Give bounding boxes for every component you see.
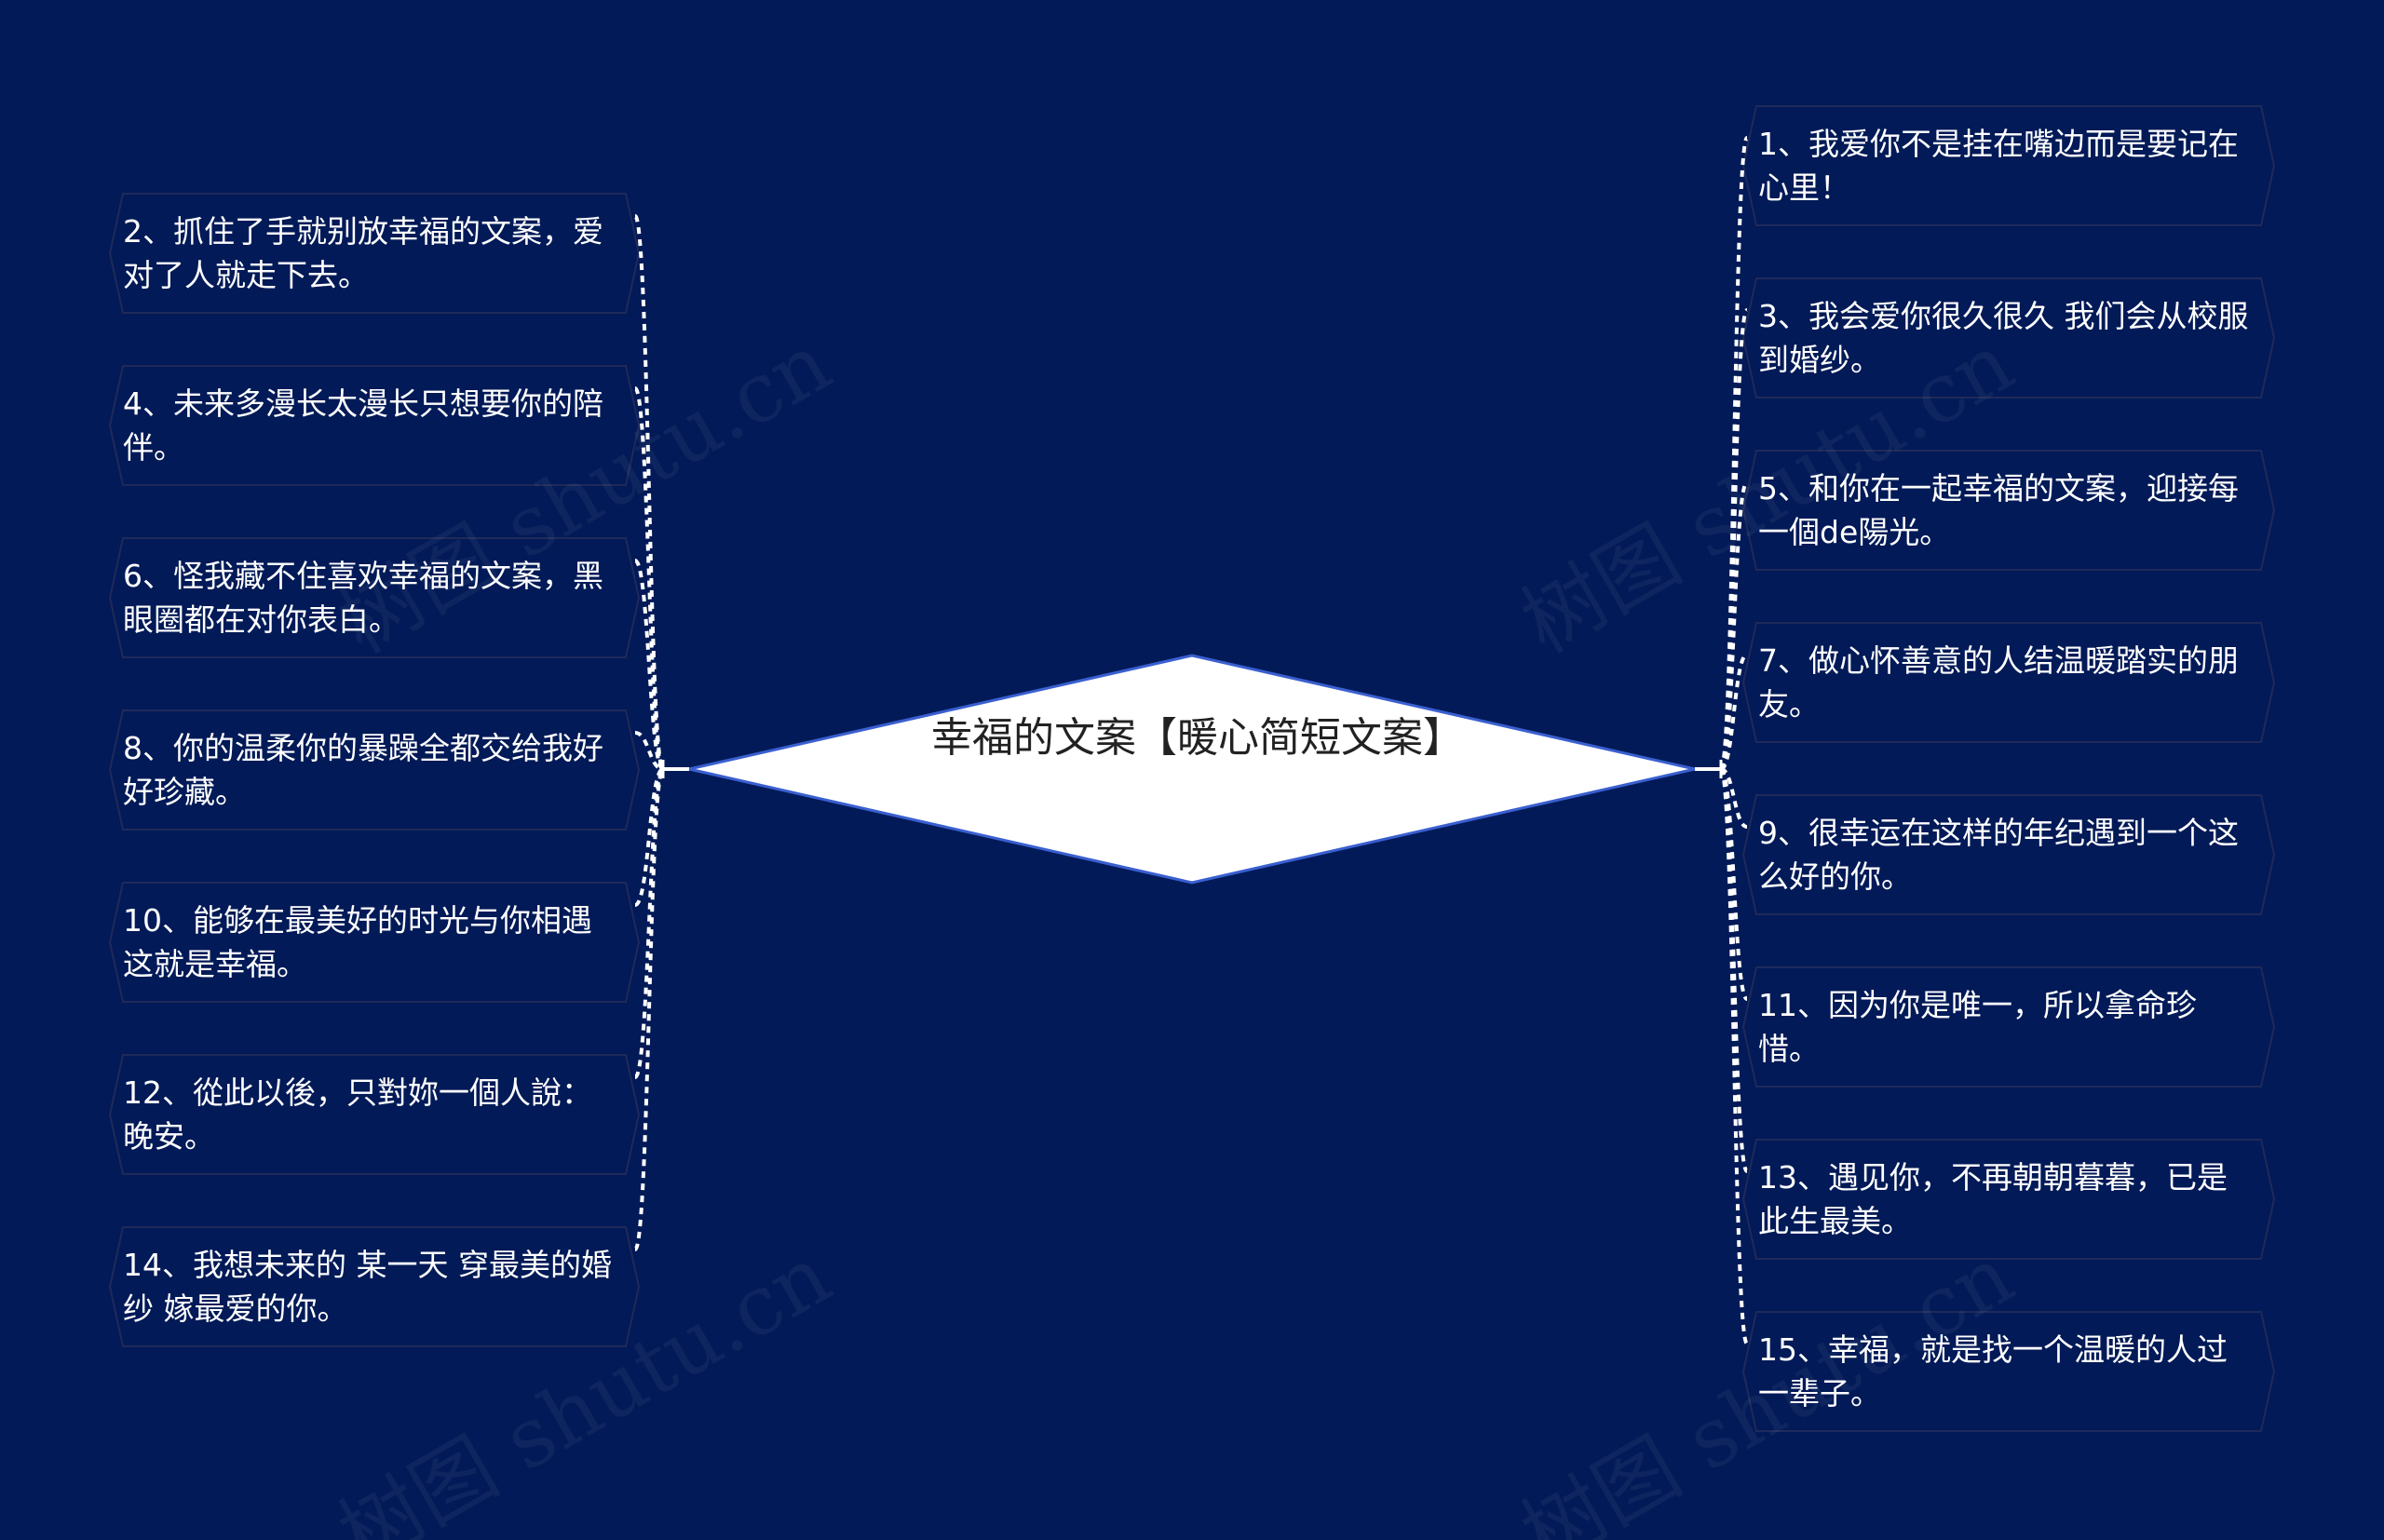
- central-topic-title[interactable]: 幸福的文案【暖心简短文案】: [931, 714, 1464, 762]
- right-connector: [1719, 653, 1749, 771]
- left-node-text[interactable]: 4、未来多漫长太漫长只想要你的陪伴。: [123, 385, 603, 466]
- left-node-shape: [108, 365, 641, 486]
- right-node-shape: [1741, 1311, 2276, 1432]
- right-node-shape: [1741, 1139, 2276, 1260]
- right-node-shape: [1741, 794, 2276, 915]
- left-connector: [634, 731, 664, 771]
- right-node-shape: [1741, 966, 2276, 1087]
- right-node-text[interactable]: 3、我会爱你很久很久 我们会从校服到婚纱。: [1758, 298, 2249, 378]
- right-connector: [1719, 767, 1749, 1001]
- right-connector: [1719, 480, 1749, 771]
- left-node-shape: [108, 709, 641, 831]
- right-node-text[interactable]: 13、遇见你，不再朝朝暮暮，已是此生最美。: [1758, 1159, 2228, 1239]
- left-node-text[interactable]: 6、怪我藏不住喜欢幸福的文案，黑眼圈都在对你表白。: [123, 558, 603, 638]
- left-node-text[interactable]: 10、能够在最美好的时光与你相遇这就是幸福。: [123, 902, 592, 982]
- left-node-shape: [108, 1054, 641, 1175]
- right-node-shape: [1741, 622, 2276, 743]
- right-node-text[interactable]: 11、因为你是唯一，所以拿命珍惜。: [1758, 987, 2197, 1067]
- right-node-text[interactable]: 15、幸福，就是找一个温暖的人过一辈子。: [1758, 1331, 2228, 1412]
- left-node-shape: [108, 1226, 641, 1347]
- left-node-text[interactable]: 14、我想未来的 某一天 穿最美的婚纱 嫁最爱的你。: [123, 1247, 612, 1327]
- left-node-text[interactable]: 2、抓住了手就别放幸福的文案，爱对了人就走下去。: [123, 213, 603, 293]
- right-node-text[interactable]: 5、和你在一起幸福的文案，迎接每一個de陽光。: [1758, 470, 2239, 550]
- left-node-shape: [108, 537, 641, 658]
- right-node-shape: [1741, 105, 2276, 226]
- right-node-shape: [1741, 450, 2276, 571]
- central-topic-diamond: [688, 654, 1696, 885]
- left-node-shape: [108, 193, 641, 314]
- right-node-text[interactable]: 7、做心怀善意的人结温暖踏实的朋友。: [1758, 642, 2239, 723]
- left-connector: [633, 214, 665, 771]
- right-node-text[interactable]: 9、很幸运在这样的年纪遇到一个这么好的你。: [1758, 815, 2239, 895]
- right-node-shape: [1741, 277, 2276, 399]
- left-connector: [633, 767, 665, 1251]
- left-node-text[interactable]: 8、你的温柔你的暴躁全都交给我好好珍藏。: [123, 730, 603, 810]
- right-node-text[interactable]: 1、我爱你不是挂在嘴边而是要记在心里！: [1758, 126, 2239, 206]
- left-node-shape: [108, 882, 641, 1003]
- left-node-text[interactable]: 12、從此以後，只對妳一個人說：晚安。: [123, 1074, 592, 1155]
- right-connector: [1719, 136, 1749, 771]
